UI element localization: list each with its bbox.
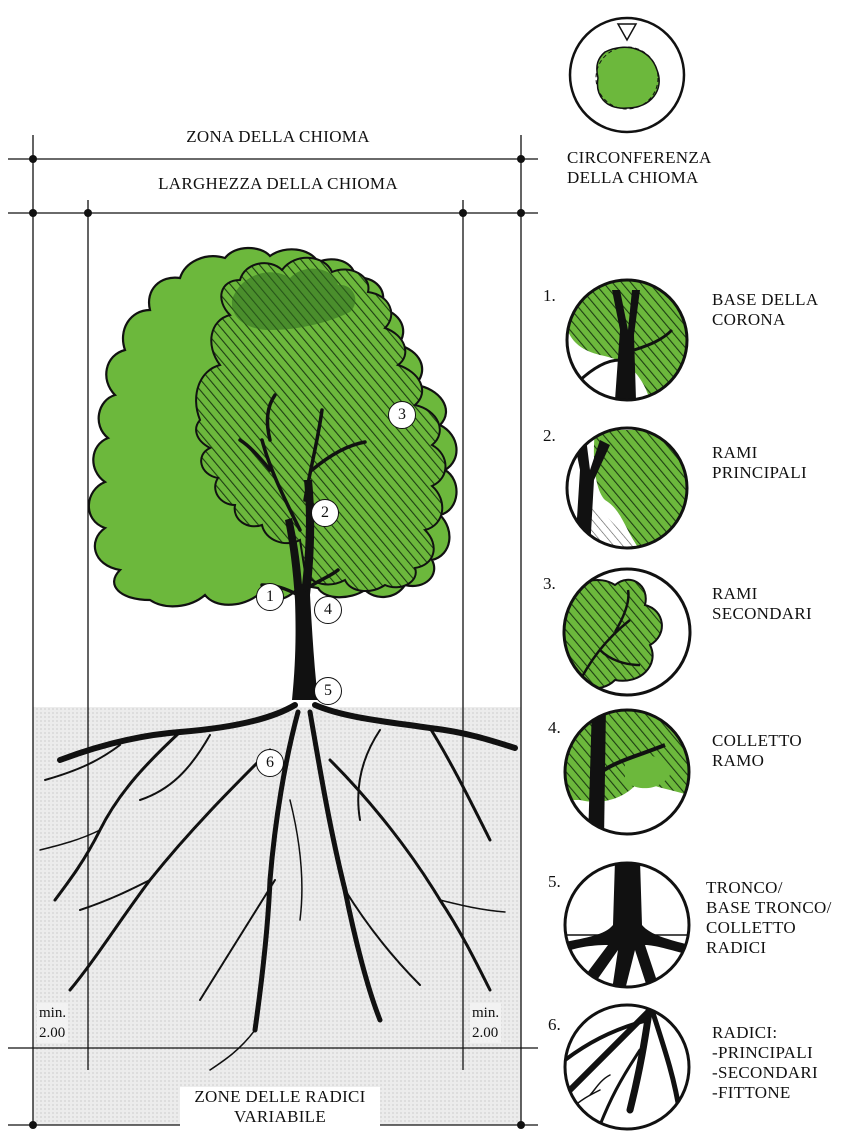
legend-6-text: RADICI: -PRINCIPALI -SECONDARI -FITTONE bbox=[712, 1023, 818, 1103]
tree-marker-5: 5 bbox=[314, 677, 342, 705]
min-left-line-1: min. bbox=[39, 1003, 66, 1023]
circle-2 bbox=[560, 425, 700, 555]
tree-marker-6: 6 bbox=[256, 749, 284, 777]
circonferenza-line-2: DELLA CHIOMA bbox=[567, 168, 685, 188]
legend-1-number: 1. bbox=[543, 286, 556, 306]
min-right-label: min. 2.00 bbox=[470, 1003, 501, 1043]
legend-3-text: RAMI SECONDARI bbox=[712, 584, 812, 624]
circle-5 bbox=[560, 860, 700, 990]
legend-4-line-2: RAMO bbox=[712, 751, 802, 771]
legend-5-text: TRONCO/ BASE TRONCO/ COLLETTO RADICI bbox=[706, 878, 832, 958]
zone-radici-label: ZONE DELLE RADICI VARIABILE bbox=[180, 1087, 380, 1127]
circonferenza-label: CIRCONFERENZA DELLA CHIOMA bbox=[567, 148, 685, 188]
legend-5-number: 5. bbox=[548, 872, 561, 892]
circle-circonferenza bbox=[570, 18, 684, 132]
legend-4-line-1: COLLETTO bbox=[712, 731, 802, 751]
legend-6-line-1: RADICI: bbox=[712, 1023, 818, 1043]
legend-2-line-1: RAMI bbox=[712, 443, 807, 463]
min-left-label: min. 2.00 bbox=[37, 1003, 68, 1043]
legend-4-number: 4. bbox=[548, 718, 561, 738]
legend-6-line-4: -FITTONE bbox=[712, 1083, 818, 1103]
legend-3-line-1: RAMI bbox=[712, 584, 812, 604]
circle-3 bbox=[560, 565, 700, 700]
legend-3-line-2: SECONDARI bbox=[712, 604, 812, 624]
legend-2-number: 2. bbox=[543, 426, 556, 446]
min-left-line-2: 2.00 bbox=[39, 1023, 66, 1043]
legend-2-text: RAMI PRINCIPALI bbox=[712, 443, 807, 483]
legend-5-line-4: RADICI bbox=[706, 938, 832, 958]
zone-radici-line-1: ZONE DELLE RADICI bbox=[180, 1087, 380, 1107]
legend-4-text: COLLETTO RAMO bbox=[712, 731, 802, 771]
legend-1-line-1: BASE DELLA bbox=[712, 290, 818, 310]
min-right-line-1: min. bbox=[472, 1003, 499, 1023]
zone-radici-line-2: VARIABILE bbox=[180, 1107, 380, 1127]
circonferenza-line-1: CIRCONFERENZA bbox=[567, 148, 685, 168]
legend-1-line-2: CORONA bbox=[712, 310, 818, 330]
min-right-line-2: 2.00 bbox=[472, 1023, 499, 1043]
zona-chioma-label: ZONA DELLA CHIOMA bbox=[186, 127, 370, 147]
tree-marker-1: 1 bbox=[256, 583, 284, 611]
larghezza-chioma-label: LARGHEZZA DELLA CHIOMA bbox=[158, 174, 398, 194]
legend-5-line-3: COLLETTO bbox=[706, 918, 832, 938]
legend-6-line-3: -SECONDARI bbox=[712, 1063, 818, 1083]
legend-5-line-2: BASE TRONCO/ bbox=[706, 898, 832, 918]
legend-6-number: 6. bbox=[548, 1015, 561, 1035]
legend-2-line-2: PRINCIPALI bbox=[712, 463, 807, 483]
legend-6-line-2: -PRINCIPALI bbox=[712, 1043, 818, 1063]
legend-1-text: BASE DELLA CORONA bbox=[712, 290, 818, 330]
tree-marker-3: 3 bbox=[388, 401, 416, 429]
circle-1 bbox=[560, 275, 700, 405]
legend-3-number: 3. bbox=[543, 574, 556, 594]
tree-marker-4: 4 bbox=[314, 596, 342, 624]
circle-6 bbox=[560, 1000, 700, 1135]
circle-4 bbox=[560, 705, 700, 840]
tree-marker-2: 2 bbox=[311, 499, 339, 527]
legend-5-line-1: TRONCO/ bbox=[706, 878, 832, 898]
